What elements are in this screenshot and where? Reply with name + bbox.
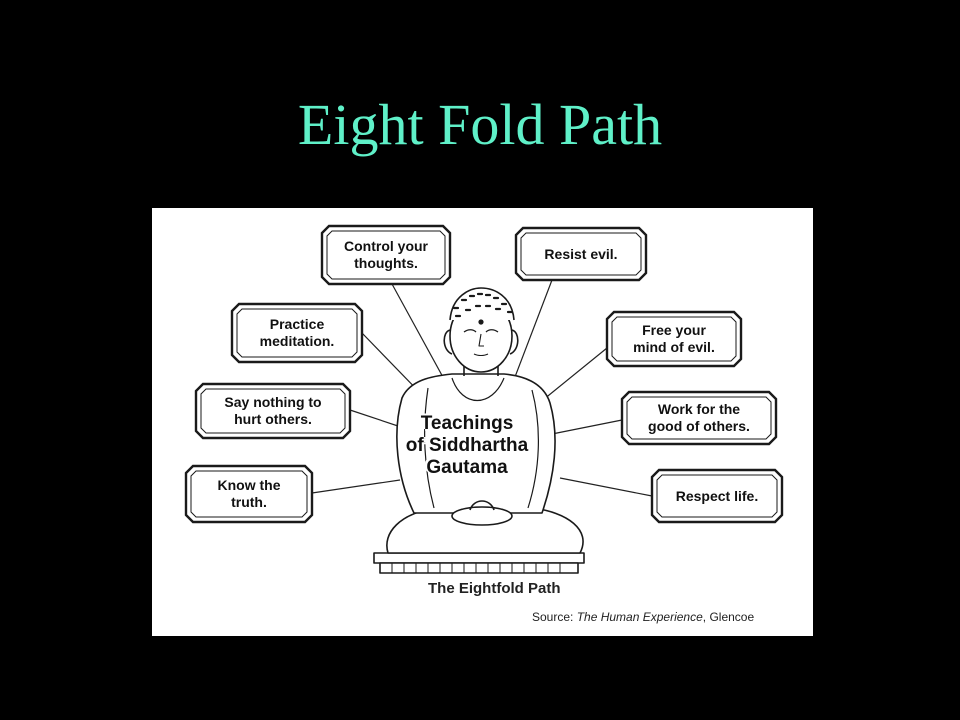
pedestal: [373, 552, 585, 574]
teaching-label-respect-life: Respect life.: [675, 487, 759, 504]
eightfold-path-diagram: Control your thoughts. Resist evil. Practi…: [152, 208, 813, 636]
diagram-caption: The Eightfold Path: [428, 580, 561, 597]
slide-title: Eight Fold Path: [297, 92, 663, 157]
diagram-canvas: [184, 224, 784, 574]
teaching-label-control-thoughts: Control your thoughts.: [344, 238, 428, 271]
teaching-boxes: [184, 224, 784, 524]
box-say-nothing: [194, 382, 352, 440]
box-free-mind: [605, 310, 743, 368]
center-label: Teachings of Siddhartha Gautama: [405, 413, 529, 478]
connector-lines: [311, 279, 653, 497]
teaching-label-know-truth: Know the truth.: [217, 477, 281, 510]
connector-respect-life: [559, 477, 653, 497]
source-work: The Human Experience: [576, 610, 703, 624]
connector-know-truth: [311, 479, 401, 494]
connector-free-mind: [537, 347, 608, 405]
source-credit: Source: The Human Experience, Glencoe: [532, 610, 754, 624]
buddha-robe: [396, 373, 556, 514]
teaching-label-resist-evil: Resist evil.: [544, 245, 618, 262]
teaching-label-free-mind: Free your mind of evil.: [633, 322, 715, 355]
box-know-truth: [184, 464, 314, 524]
source-prefix: Source:: [532, 610, 577, 624]
box-resist-evil: [514, 226, 648, 282]
box-respect-life: [650, 468, 784, 524]
box-practice-meditation: [230, 302, 364, 364]
connector-resist-evil: [509, 279, 553, 391]
box-control-thoughts: [320, 224, 452, 286]
teaching-label-say-nothing: Say nothing to hurt others.: [224, 394, 322, 427]
teaching-label-work-for-good: Work for the good of others.: [648, 401, 750, 434]
buddha-illustration: [373, 287, 585, 574]
buddha-hands: [451, 506, 513, 526]
connector-control-thoughts: [391, 283, 451, 391]
connector-work-for-good: [551, 419, 623, 435]
source-suffix: , Glencoe: [702, 610, 755, 624]
teaching-label-practice-meditation: Practice meditation.: [259, 316, 335, 349]
box-work-for-good: [620, 390, 778, 446]
